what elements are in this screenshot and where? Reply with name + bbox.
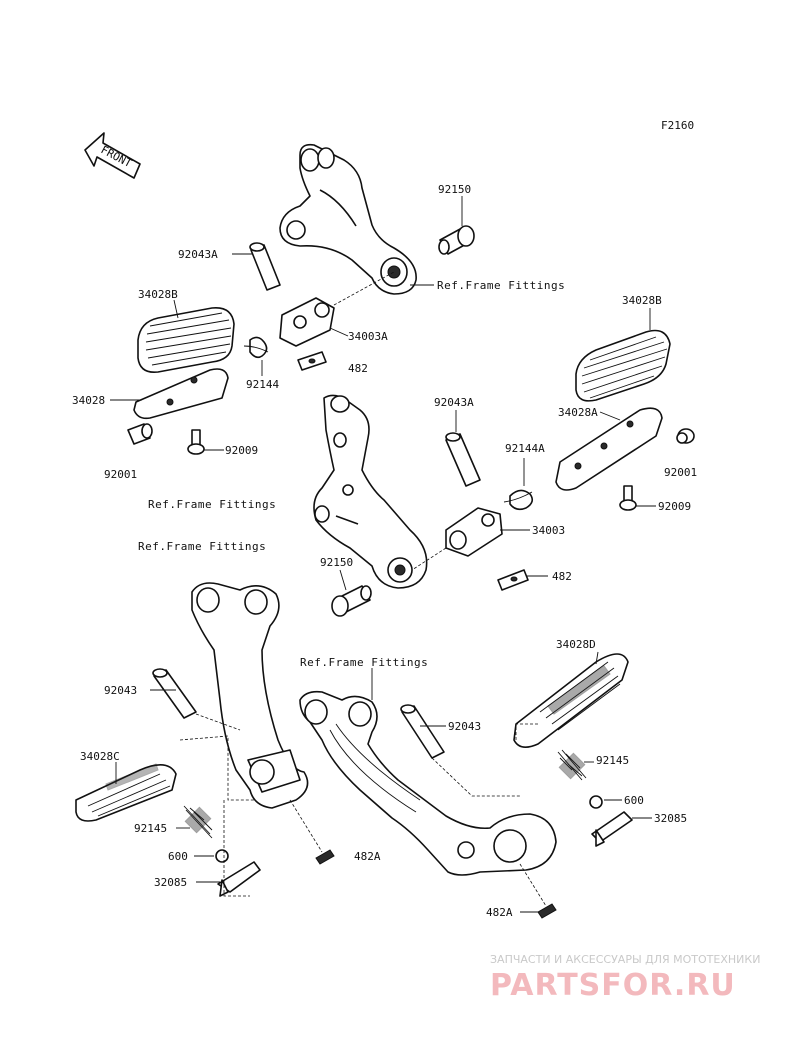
label-34028: 34028: [72, 394, 105, 407]
label-92145-left: 92145: [134, 822, 167, 835]
screw-92009-left: [187, 429, 224, 455]
lower-left-passenger-bracket: [191, 582, 309, 809]
clip-482a-right: [519, 863, 557, 919]
label-92144a: 92144A: [505, 442, 545, 455]
label-600-left: 600: [168, 850, 188, 863]
peg-grip-left: [87, 773, 171, 817]
pin-92043-left: [150, 668, 241, 731]
footpeg-34028: [110, 368, 229, 420]
label-92009-left: 92009: [225, 444, 258, 457]
footpeg-rubber-34028b-right: [575, 308, 671, 402]
label-92009-right: 92009: [658, 500, 691, 513]
label-92043-left: 92043: [104, 684, 137, 697]
label-34028a: 34028A: [558, 406, 598, 419]
label-92043-right: 92043: [448, 720, 481, 733]
watermark-site: PARTSFOR.RU: [490, 968, 736, 1003]
holder-34003a: [279, 271, 395, 347]
ball-600-right: [589, 795, 622, 809]
footpeg-34028a: [555, 407, 663, 491]
label-92043a-upper: 92043A: [178, 248, 218, 261]
spring-92145-right: [557, 749, 594, 781]
bolt-92001-right: [676, 428, 695, 444]
label-482a-left: 482A: [354, 850, 381, 863]
label-32085-right: 32085: [654, 812, 687, 825]
ref-frame-fittings-1: Ref.Frame Fittings: [437, 279, 565, 292]
screw-92009-right: [619, 485, 656, 511]
label-600-right: 600: [624, 794, 644, 807]
label-482-upper: 482: [348, 362, 368, 375]
ref-frame-fittings-3: Ref.Frame Fittings: [138, 540, 266, 553]
bolt-92001-left: [127, 423, 153, 445]
label-92043a-right: 92043A: [434, 396, 474, 409]
plate-32085-left: [196, 861, 261, 897]
upper-right-footpeg-bracket: [313, 394, 428, 589]
label-482-right: 482: [552, 570, 572, 583]
clip-482-upper: [297, 351, 327, 371]
label-34003: 34003: [532, 524, 565, 537]
plate-32085-right: [591, 811, 652, 847]
label-34028b-left: 34028B: [138, 288, 178, 301]
footpeg-34028d: [513, 651, 629, 748]
pin-92043-right: [400, 704, 446, 759]
label-92150-upper: 92150: [438, 183, 471, 196]
ref-frame-fittings-2: Ref.Frame Fittings: [148, 498, 276, 511]
label-34028c: 34028C: [80, 750, 120, 763]
label-34028d: 34028D: [556, 638, 596, 651]
label-92001-right: 92001: [664, 466, 697, 479]
upper-left-footpeg-bracket: [279, 143, 417, 295]
spring-92144: [243, 336, 269, 376]
ref-frame-fittings-4: Ref.Frame Fittings: [300, 656, 428, 669]
label-32085-left: 32085: [154, 876, 187, 889]
rubber-ribs-left: [145, 312, 232, 366]
bolt-92150-upper: [438, 196, 475, 255]
spring-92144a: [503, 458, 534, 511]
footpeg-rubber-34028b-left: [137, 299, 235, 374]
lower-right-passenger-bracket: [299, 668, 557, 876]
pin-92043a-right: [445, 410, 481, 487]
label-34003a: 34003A: [348, 330, 388, 343]
ball-600-left: [194, 849, 229, 863]
label-92150-lower: 92150: [320, 556, 353, 569]
watermark-tagline: ЗАПЧАСТИ И АКСЕССУАРЫ ДЛЯ МОТОТЕХНИКИ: [490, 953, 760, 966]
holder-34003: [411, 507, 530, 571]
pin-92043a-upper: [232, 242, 281, 291]
label-482a-right: 482A: [486, 906, 513, 919]
spring-92145-left: [176, 805, 213, 839]
label-92144: 92144: [246, 378, 279, 391]
footpeg-34028c: [75, 762, 177, 822]
bolt-92150-lower: [331, 569, 372, 617]
front-arrow-icon: FRONT: [84, 132, 141, 179]
label-92145-right: 92145: [596, 754, 629, 767]
label-92001-left: 92001: [104, 468, 137, 481]
peg-grip-right: [539, 661, 621, 731]
diagram-code: F2160: [661, 119, 694, 132]
label-34028b-right: 34028B: [622, 294, 662, 307]
clip-482a-left: [289, 799, 335, 865]
rubber-ribs-right: [581, 336, 668, 399]
clip-482-right: [497, 569, 548, 591]
